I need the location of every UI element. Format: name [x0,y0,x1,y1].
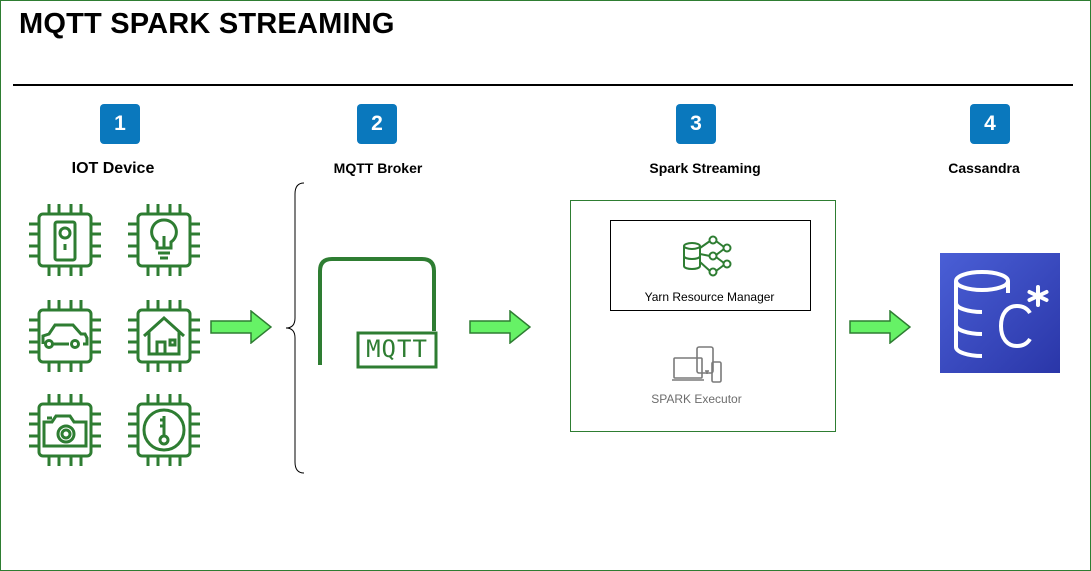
house-icon [128,300,200,372]
thermometer-icon [128,394,200,466]
cassandra-icon [940,253,1060,373]
step-4-label: Cassandra [948,160,1020,176]
lightbulb-icon [128,204,200,276]
step-2-badge: 2 [357,104,397,144]
page-title: MQTT SPARK STREAMING [19,8,395,40]
flow-arrow-3 [849,310,911,344]
step-1-badge: 1 [100,104,140,144]
flow-arrow-2 [469,310,531,344]
camera-icon [29,394,101,466]
yarn-network-icon [683,235,732,277]
mqtt-broker-icon [318,257,438,369]
doorbell-icon [29,204,101,276]
title-divider [13,84,1073,86]
spark-streaming-container [570,200,836,432]
step-3-label: Spark Streaming [649,160,761,176]
flow-arrow-1 [210,310,272,344]
step-1-label: IOT Device [71,160,155,177]
step-3-badge: 3 [676,104,716,144]
mqtt-label: MQTT [366,335,428,363]
yarn-resource-manager-box [610,220,811,311]
step-4-badge: 4 [970,104,1010,144]
car-icon [29,300,101,372]
yarn-label: Yarn Resource Manager [644,290,775,304]
spark-executor-label: SPARK Executor [651,392,742,406]
step-2-label: MQTT Broker [333,160,423,176]
devices-icon [672,346,722,383]
database-icon [954,270,1049,358]
curly-brace [285,182,305,474]
